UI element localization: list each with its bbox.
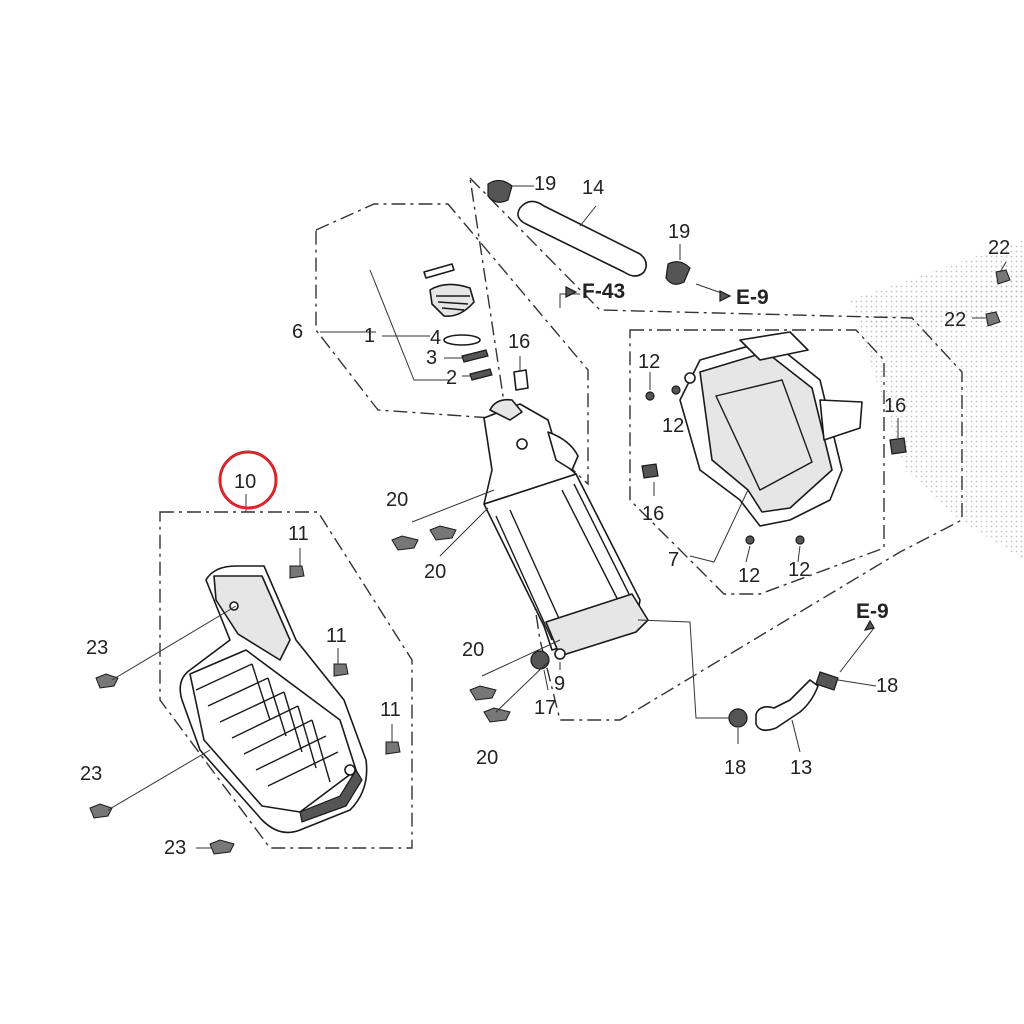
callout-19a: 19: [534, 173, 556, 195]
callout-23a: 23: [86, 637, 108, 659]
highlight-circle: [218, 450, 278, 510]
ref-e9-bottom: E-9: [856, 600, 889, 623]
callout-12a: 12: [638, 351, 660, 373]
callout-16c: 16: [642, 503, 664, 525]
callout-14: 14: [582, 177, 604, 199]
cover-bolts-23[interactable]: [89, 673, 235, 855]
callout-22b: 22: [944, 309, 966, 331]
callout-11b: 11: [326, 625, 347, 647]
callout-11c: 11: [380, 699, 401, 721]
callout-3: 3: [426, 347, 437, 369]
callout-12c: 12: [738, 565, 760, 587]
callout-20c: 20: [462, 639, 484, 661]
callout-18b: 18: [724, 757, 746, 779]
upper-hose-icon[interactable]: [517, 200, 648, 277]
callout-18a: 18: [876, 675, 898, 697]
callout-6: 6: [292, 321, 303, 343]
leader-lines: [107, 185, 1007, 849]
cover-bolts-11[interactable]: [289, 565, 401, 755]
callout-9: 9: [554, 673, 565, 695]
callout-20b: 20: [424, 561, 446, 583]
callout-2: 2: [446, 367, 457, 389]
callout-23c: 23: [164, 837, 186, 859]
callout-22a: 22: [988, 237, 1010, 259]
callout-12b: 12: [662, 415, 684, 437]
callout-7: 7: [668, 549, 679, 571]
radiator-cap-parts[interactable]: [423, 263, 529, 391]
callout-labels: 10 11 11 11 23 23 23 6 1 4 3 2 16 19 14 …: [80, 173, 1010, 859]
ref-e9-top: E-9: [736, 286, 769, 309]
callout-20a: 20: [386, 489, 408, 511]
callout-16a: 16: [508, 331, 530, 353]
callout-11a: 11: [288, 523, 309, 545]
reference-arrows: [565, 286, 875, 631]
lower-hose-icon[interactable]: [755, 679, 819, 732]
callout-16b: 16: [884, 395, 906, 417]
fan-shroud-icon[interactable]: [679, 331, 863, 527]
callout-23b: 23: [80, 763, 102, 785]
background-fairing: [850, 240, 1024, 560]
callout-10: 10: [234, 471, 256, 493]
group-boundaries: [159, 175, 963, 849]
callout-20d: 20: [476, 747, 498, 769]
callout-12d: 12: [788, 559, 810, 581]
callout-19b: 19: [668, 221, 690, 243]
callout-4: 4: [430, 327, 441, 349]
ref-f43: F-43: [582, 280, 625, 303]
shroud-hardware[interactable]: [391, 269, 1011, 723]
callout-1: 1: [364, 325, 375, 347]
radiator-cover-icon[interactable]: [179, 565, 368, 834]
hose-clamps[interactable]: [487, 179, 839, 728]
radiator-assembly-icon[interactable]: [483, 398, 649, 657]
callout-13: 13: [790, 757, 812, 779]
callout-17: 17: [534, 697, 556, 719]
